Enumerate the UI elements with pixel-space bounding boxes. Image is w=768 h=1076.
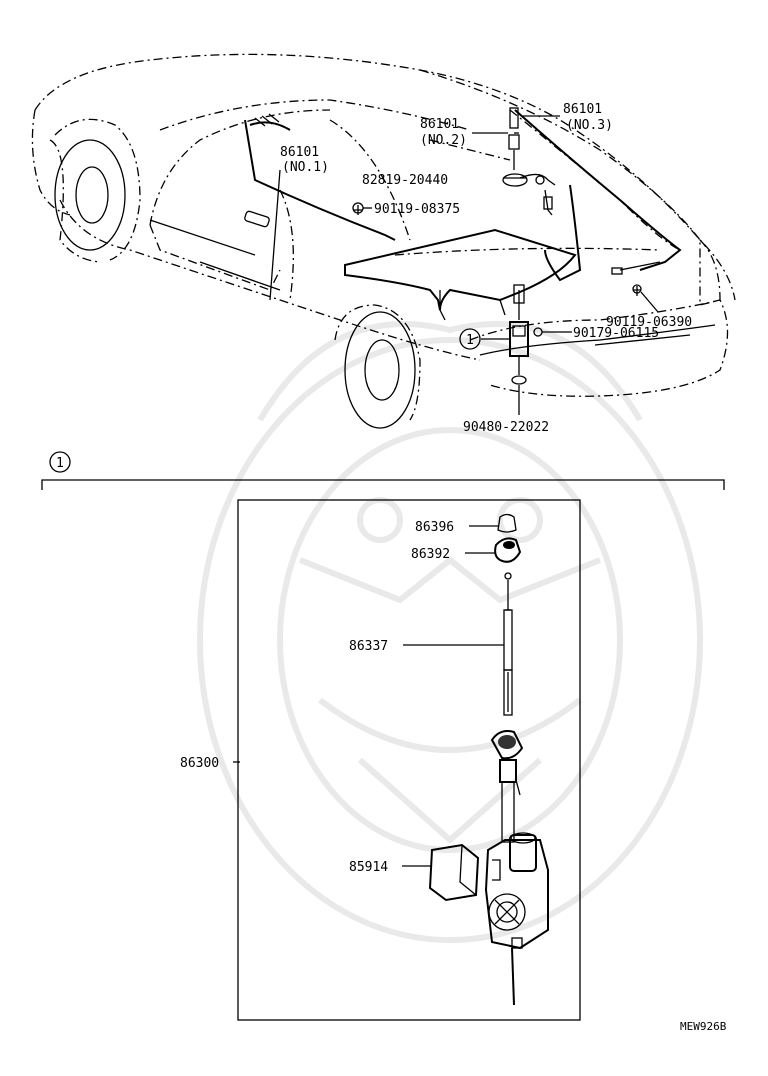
label-rod-no1-part: 86101	[280, 145, 319, 160]
nut-cap-part	[494, 537, 522, 563]
label-bracket: 82819-20440	[362, 173, 448, 188]
detail-leader-lines	[233, 525, 504, 867]
label-screw-1: 90119-08375	[374, 202, 460, 217]
label-assembly: 86300	[180, 756, 219, 771]
label-screw-2: 90119-06390	[606, 315, 692, 330]
relay-part	[428, 843, 480, 902]
label-rod-no2-note: (NO.2)	[420, 133, 467, 148]
section-callout: 1	[49, 451, 71, 473]
svg-text:1: 1	[56, 456, 64, 471]
detail-box	[237, 499, 581, 1021]
label-rod-no1-note: (NO.1)	[282, 160, 329, 175]
callout-circle: 1	[459, 328, 481, 350]
section-bracket-line	[41, 479, 725, 490]
label-rod-no3-part: 86101	[563, 102, 602, 117]
leader-lines-top	[269, 115, 659, 415]
mast-part	[503, 572, 513, 716]
car-body-outline	[31, 53, 736, 429]
svg-text:1: 1	[466, 333, 474, 348]
rod-parts	[352, 107, 642, 337]
label-rod-no2-part: 86101	[420, 117, 459, 132]
label-grommet: 90480-22022	[463, 420, 549, 435]
drawing-code: MEW926B	[680, 1020, 727, 1033]
label-rod-no3-note: (NO.3)	[566, 118, 613, 133]
label-cap: 86396	[415, 520, 454, 535]
motor-antenna-assembly	[484, 730, 549, 1006]
watermark-emblem	[197, 321, 703, 943]
label-nut: 90179-06115	[573, 326, 659, 341]
cap-part	[497, 513, 517, 533]
label-nut-cap: 86392	[411, 547, 450, 562]
antenna-cables	[244, 109, 682, 282]
label-mast: 86337	[349, 639, 388, 654]
trunk-lid	[344, 228, 577, 321]
label-relay: 85914	[349, 860, 388, 875]
antenna-motor-in-car	[509, 284, 529, 385]
